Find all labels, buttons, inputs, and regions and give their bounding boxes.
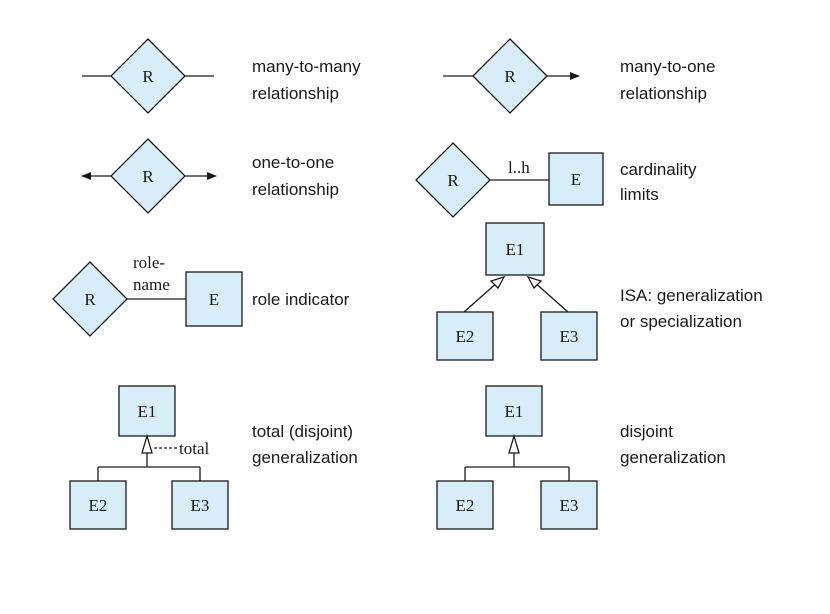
role-name-line1: role- xyxy=(133,253,165,272)
disjoint-label-line1: disjoint xyxy=(620,422,673,441)
entity-box xyxy=(185,271,243,327)
entity-e2-letter: E2 xyxy=(89,496,108,515)
entity-letter: E xyxy=(571,170,581,189)
entity-e1-letter: E1 xyxy=(505,402,524,421)
relationship-letter: R xyxy=(84,290,96,309)
many-to-one-label-line2: relationship xyxy=(620,84,707,103)
triangle-head xyxy=(508,433,520,454)
cardinality-limits-symbol: R E l..h xyxy=(415,142,604,218)
total-label-line1: total (disjoint) xyxy=(252,422,353,441)
relationship-letter: R xyxy=(142,67,154,86)
entity-e1-letter: E1 xyxy=(138,402,157,421)
entity-e2-box xyxy=(69,480,127,530)
entity-e3-box xyxy=(540,480,598,530)
disjoint-label-line2: generalization xyxy=(620,448,726,467)
left-isa-line xyxy=(463,280,500,313)
role-name-line2: name xyxy=(133,275,170,294)
entity-e2-letter: E2 xyxy=(456,327,475,346)
relationship-diamond xyxy=(110,38,186,114)
one-to-one-symbol: R xyxy=(81,138,217,214)
many-to-many-symbol: R xyxy=(82,38,214,114)
entity-e2-box xyxy=(436,480,494,530)
relationship-letter: R xyxy=(504,67,516,86)
many-to-one-label-line1: many-to-one xyxy=(620,57,715,76)
relationship-letter: R xyxy=(447,171,459,190)
triangle-head xyxy=(141,433,153,454)
entity-e3-letter: E3 xyxy=(560,496,579,515)
entity-e2-letter: E2 xyxy=(456,496,475,515)
entity-box xyxy=(548,152,604,206)
relationship-diamond xyxy=(415,142,491,218)
cardinality-label-line2: limits xyxy=(620,185,659,204)
entity-e3-box xyxy=(171,480,229,530)
entity-e2-box xyxy=(436,311,494,361)
relationship-diamond xyxy=(52,261,128,337)
total-generalization-symbol: E1 total E2 E3 xyxy=(69,385,229,530)
cardinality-label-line1: cardinality xyxy=(620,160,697,179)
relationship-diamond xyxy=(110,138,186,214)
left-triangle-head xyxy=(489,275,506,290)
role-indicator-label: role indicator xyxy=(252,290,350,309)
isa-label-line2: or specialization xyxy=(620,312,742,331)
entity-e3-letter: E3 xyxy=(560,327,579,346)
entity-e3-box xyxy=(540,311,598,361)
many-to-many-label-line2: relationship xyxy=(252,84,339,103)
relationship-letter: R xyxy=(142,167,154,186)
total-text: total xyxy=(179,439,209,458)
right-isa-line xyxy=(532,280,569,313)
isa-label-line1: ISA: generalization xyxy=(620,286,763,305)
total-label-line2: generalization xyxy=(252,448,358,467)
role-indicator-symbol: R E role- name xyxy=(52,253,243,337)
entity-e3-letter: E3 xyxy=(191,496,210,515)
relationship-diamond xyxy=(472,38,548,114)
isa-symbol: E1 E2 E3 xyxy=(436,222,598,361)
disjoint-generalization-symbol: E1 E2 E3 xyxy=(436,385,598,530)
one-to-one-label-line2: relationship xyxy=(252,180,339,199)
entity-letter: E xyxy=(209,290,219,309)
many-to-many-label-line1: many-to-many xyxy=(252,57,361,76)
right-triangle-head xyxy=(526,275,543,290)
cardinality-text: l..h xyxy=(508,158,530,177)
entity-e1-box xyxy=(485,222,545,276)
many-to-one-symbol: R xyxy=(443,38,580,114)
entity-e1-letter: E1 xyxy=(506,240,525,259)
one-to-one-label-line1: one-to-one xyxy=(252,153,334,172)
